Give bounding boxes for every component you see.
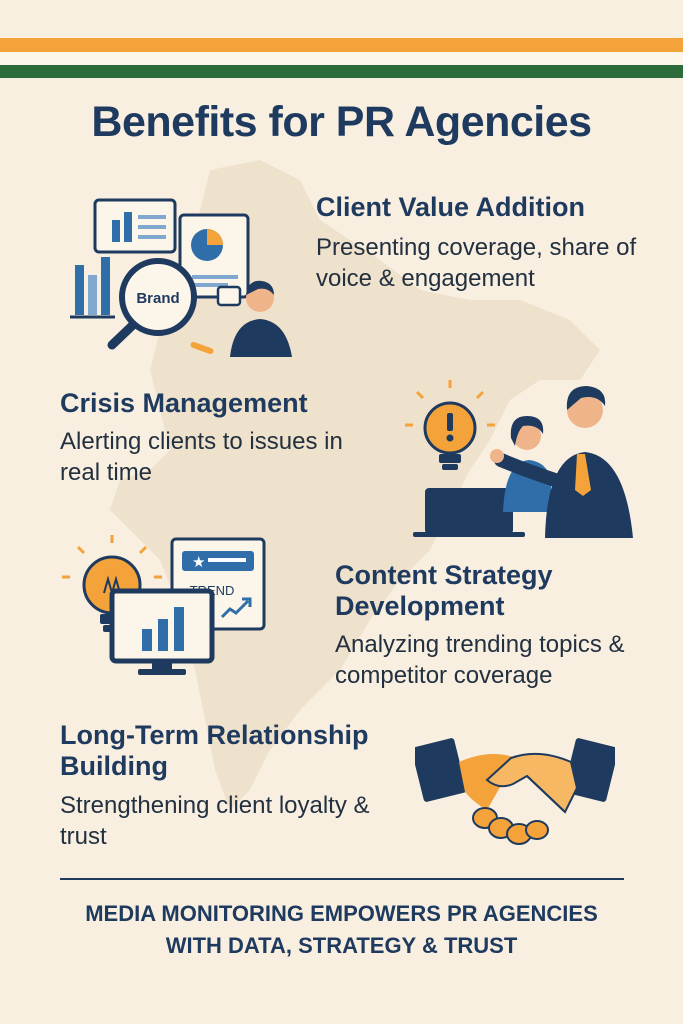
india-map-background (110, 160, 600, 810)
svg-text:★: ★ (192, 553, 205, 571)
benefit-heading-crisis-management: Crisis Management (60, 388, 308, 418)
green-stripe (0, 65, 683, 78)
footer-line-1: MEDIA MONITORING EMPOWERS PR AGENCIES (85, 901, 598, 926)
footer-tagline: MEDIA MONITORING EMPOWERS PR AGENCIES WI… (0, 898, 683, 962)
saffron-stripe (0, 38, 683, 52)
benefit-heading-content-strategy: Content Strategy Development (335, 560, 553, 621)
white-stripe (0, 52, 683, 65)
benefit-heading-relationship-building: Long-Term Relationship Building (60, 720, 369, 781)
benefit-description-relationship-building: Strengthening client loyalty & trust (60, 792, 370, 850)
benefit-description-content-strategy: Analyzing trending topics & competitor c… (335, 631, 625, 689)
handshake-icon (415, 738, 615, 845)
footer-divider (60, 878, 624, 880)
page-title: Benefits for PR Agencies (91, 98, 592, 146)
alert-bulb-icon (405, 380, 633, 538)
benefit-description-client-value: Presenting coverage, share of voice & en… (316, 234, 637, 292)
benefit-description-crisis-management: Alerting clients to issues in real time (60, 428, 343, 486)
trend-monitor-icon: ★ TREND (62, 535, 266, 675)
brand-label: Brand (136, 290, 179, 307)
benefit-heading-client-value: Client Value Addition (316, 192, 586, 222)
footer-line-2: WITH DATA, STRATEGY & TRUST (165, 933, 518, 958)
analytics-dashboard-icon: Brand (70, 198, 292, 357)
